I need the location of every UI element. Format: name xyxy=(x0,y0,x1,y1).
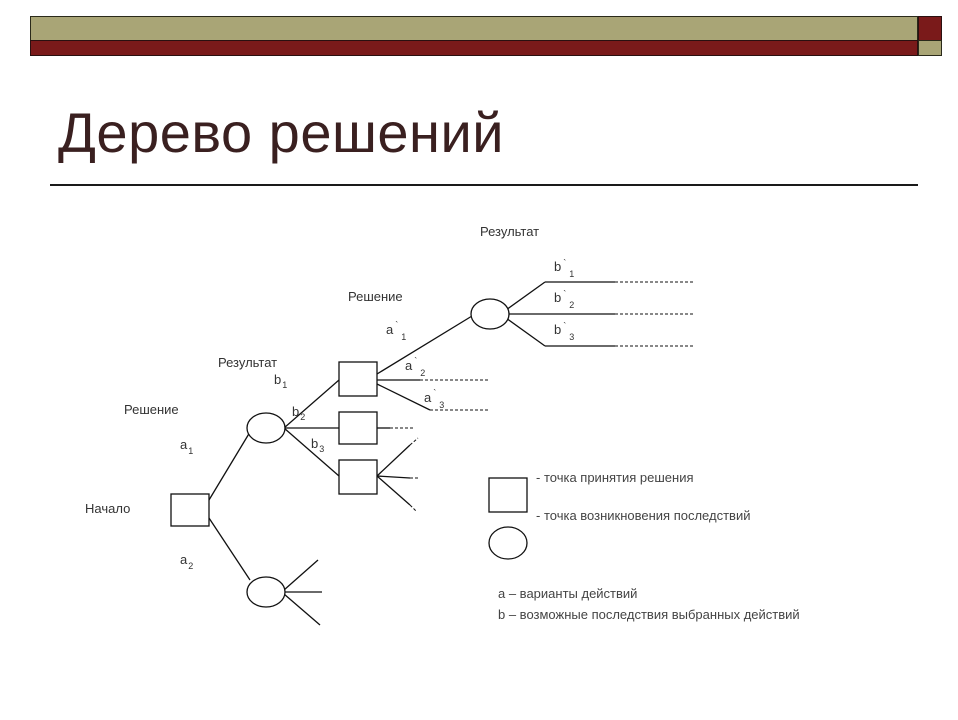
label-b-prime-3: b`3 xyxy=(554,321,574,342)
node-result2-circle xyxy=(246,576,286,608)
legend-a-text: а – варианты действий xyxy=(498,586,637,601)
label-a1: a1 xyxy=(180,437,193,456)
label-start: Начало xyxy=(85,501,130,516)
edge-start-to-result1 xyxy=(208,431,251,501)
label-result-mid: Результат xyxy=(218,355,277,370)
legend-square-shape xyxy=(488,477,528,513)
page-title: Дерево решений xyxy=(58,101,505,164)
edge-decision-c-fan2 xyxy=(376,475,411,479)
label-a-prime-3: a`3 xyxy=(424,388,444,410)
tree-labels: Результат Решение a`1 a`2 a`3 Результат … xyxy=(85,224,574,571)
label-a-prime-1: a`1 xyxy=(386,320,406,342)
edge-decision-a-branch3 xyxy=(376,383,431,411)
node-start-square xyxy=(170,493,210,527)
label-b-prime-2: b`2 xyxy=(554,289,574,310)
label-b3: b3 xyxy=(311,436,324,454)
top-bar-dark-stripe xyxy=(30,40,918,56)
edge-result1-to-decision-c xyxy=(283,427,340,477)
edge-result1-to-decision-a xyxy=(283,379,340,429)
label-decision-1: Решение xyxy=(124,402,179,417)
label-result-top: Результат xyxy=(480,224,539,239)
label-a-prime-2: a`2 xyxy=(405,356,425,378)
node-decision-c-square xyxy=(338,459,378,495)
edge-result2-fan1 xyxy=(283,559,319,591)
dash-decision-c-1 xyxy=(409,437,419,446)
label-b-prime-1: b`1 xyxy=(554,258,574,279)
edge-decision-c-fan3 xyxy=(376,475,411,506)
legend: - точка принятия решения - точка возникн… xyxy=(498,470,800,622)
legend-b-text: b – возможные последствия выбранных дейс… xyxy=(498,607,800,622)
label-b1: b1 xyxy=(274,372,287,390)
tree-dashed-ends xyxy=(390,281,695,512)
legend-circle-shape xyxy=(488,526,528,560)
top-bar-corner-olive xyxy=(918,40,942,56)
label-a2: a2 xyxy=(180,552,193,571)
legend-circle-text: - точка возникновения последствий xyxy=(536,508,750,523)
label-decision-2: Решение xyxy=(348,289,403,304)
top-decorative-bar xyxy=(30,16,942,56)
label-b2: b2 xyxy=(292,404,305,422)
edge-start-to-result2 xyxy=(208,517,251,581)
edge-result3-fan1 xyxy=(505,281,546,311)
dash-decision-c-3 xyxy=(409,504,417,512)
edge-decision-c-fan1 xyxy=(376,444,411,477)
edge-result3-fan3 xyxy=(505,317,546,347)
edge-decision-a-to-result3 xyxy=(376,315,473,375)
node-result3-circle xyxy=(470,298,510,330)
node-decision-b-square xyxy=(338,411,378,445)
legend-square-text: - точка принятия решения xyxy=(536,470,694,485)
title-underline xyxy=(50,184,918,186)
node-result1-circle xyxy=(246,412,286,444)
node-decision-a-square xyxy=(338,361,378,397)
tree-nodes xyxy=(170,298,528,608)
tree-edges xyxy=(208,281,615,626)
edge-result2-fan3 xyxy=(283,593,321,626)
